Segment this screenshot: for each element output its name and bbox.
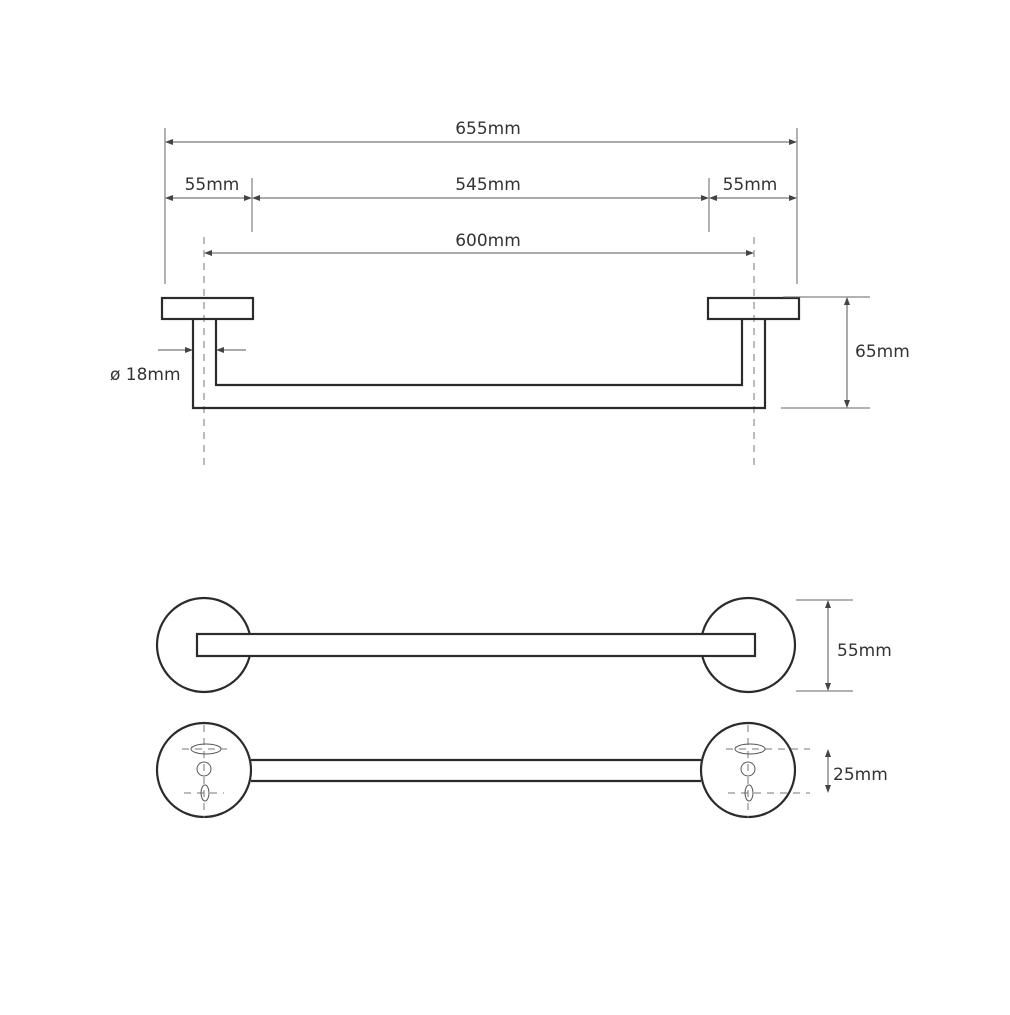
screw-slot-right: [744, 784, 754, 802]
left-offset-label: 55mm: [185, 175, 240, 195]
right-offset-label: 55mm: [723, 175, 778, 195]
arrow-head: [844, 297, 850, 305]
wall-plate-left: [160, 296, 255, 321]
bar-length-label: 545mm: [455, 175, 521, 195]
arrow-head: [165, 139, 173, 145]
arrow-head: [204, 250, 212, 256]
tube-diameter-label: ø 18mm: [110, 365, 181, 385]
arrow-head: [825, 683, 831, 691]
keyhole-slot-left: [190, 743, 222, 755]
arrow-head: [244, 195, 252, 201]
arrow-head: [825, 785, 831, 793]
towel-bar-profile: [191, 319, 767, 410]
top-view: 55mm: [155, 596, 892, 694]
arrow-head: [746, 250, 754, 256]
arrow-head: [709, 195, 717, 201]
fixing-hole-left: [196, 761, 212, 777]
hole-spacing-label: 25mm: [833, 765, 888, 785]
front-view: 655mm 55mm 545mm 55mm 600mm ø 18mm: [110, 119, 910, 468]
arrow-head: [185, 347, 193, 353]
arrow-head: [701, 195, 709, 201]
arrow-head: [825, 600, 831, 608]
arrow-head: [844, 400, 850, 408]
base-diameter-label: 55mm: [837, 641, 892, 661]
arrow-head: [252, 195, 260, 201]
fixing-hole-right: [740, 761, 756, 777]
top-view-bar: [195, 632, 757, 658]
center-distance-label: 600mm: [455, 231, 521, 251]
keyhole-slot-right: [734, 743, 766, 755]
projection-label: 65mm: [855, 342, 910, 362]
arrow-head: [789, 139, 797, 145]
wall-plate-right: [706, 296, 801, 321]
screw-slot-left: [200, 784, 210, 802]
mounting-view: 25mm: [155, 721, 888, 819]
arrow-head: [216, 347, 224, 353]
arrow-head: [825, 749, 831, 757]
overall-width-label: 655mm: [455, 119, 521, 139]
arrow-head: [165, 195, 173, 201]
arrow-head: [789, 195, 797, 201]
